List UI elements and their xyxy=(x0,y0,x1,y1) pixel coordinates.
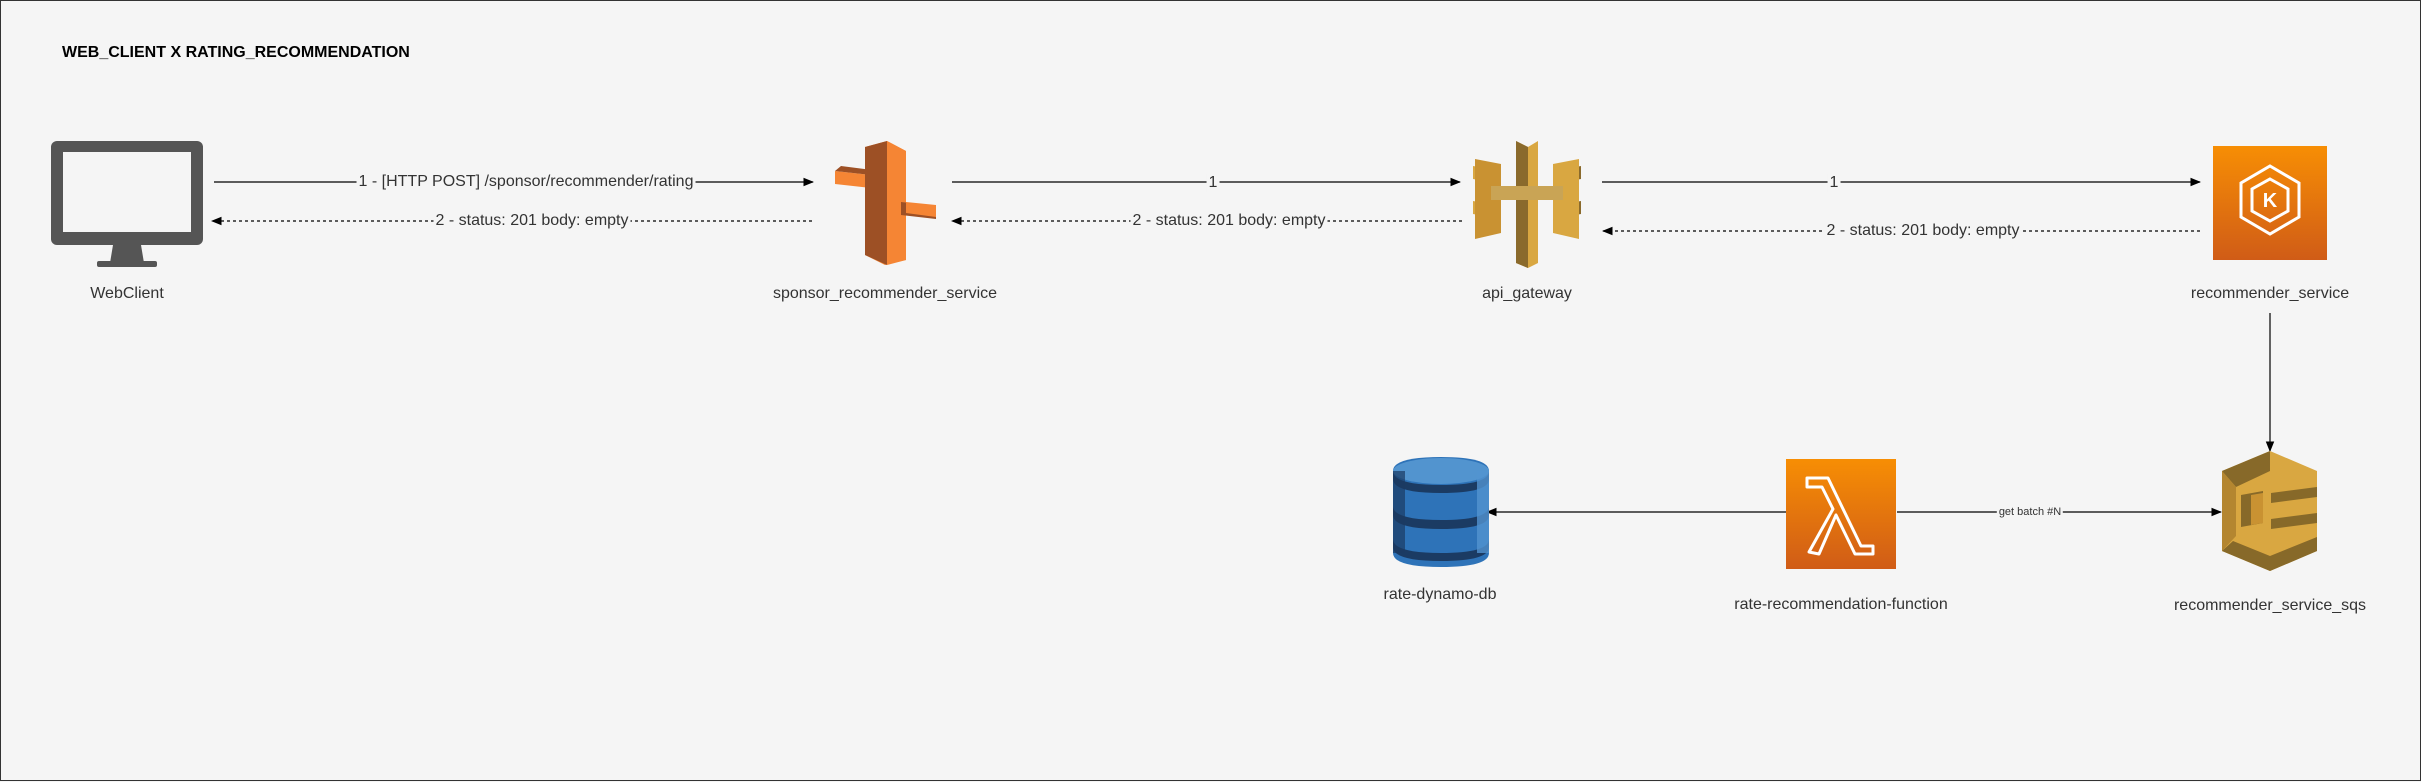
diagram-title: WEB_CLIENT X RATING_RECOMMENDATION xyxy=(62,44,410,61)
edge-label-api-to-sponsor: 2 - status: 201 body: empty xyxy=(1130,212,1328,230)
api-gateway-endpoint-icon[interactable] xyxy=(835,141,936,265)
node-label-sponsor-recommender-service: sponsor_recommender_service xyxy=(772,285,998,302)
edge-label-sponsor-to-web: 2 - status: 201 body: empty xyxy=(433,212,631,230)
node-label-recommender-service-sqs: recommender_service_sqs xyxy=(2173,597,2367,614)
kubernetes-eks-icon[interactable]: K xyxy=(2213,146,2327,260)
node-label-rate-dynamo-db: rate-dynamo-db xyxy=(1383,586,1497,603)
dynamodb-icon[interactable] xyxy=(1393,457,1489,567)
edge-label-sponsor-to-api: 1 xyxy=(1206,174,1220,192)
edge-label-lambda-sqs: get batch #N xyxy=(1996,506,2064,518)
desktop-monitor-icon[interactable] xyxy=(51,141,203,267)
node-label-recommender-service: recommender_service xyxy=(2190,285,2350,302)
sqs-queue-icon[interactable] xyxy=(2222,451,2317,571)
edge-label-web-to-sponsor: 1 - [HTTP POST] /sponsor/recommender/rat… xyxy=(356,173,696,191)
node-label-web-client: WebClient xyxy=(90,285,164,302)
node-label-api-gateway: api_gateway xyxy=(1482,285,1572,302)
edge-label-api-to-recommender: 1 xyxy=(1827,174,1841,192)
api-gateway-icon[interactable] xyxy=(1473,141,1581,268)
node-label-rate-recommendation-function: rate-recommendation-function xyxy=(1734,596,1948,613)
svg-text:K: K xyxy=(2263,190,2278,212)
lambda-icon[interactable] xyxy=(1786,459,1896,569)
edge-label-recommender-to-api: 2 - status: 201 body: empty xyxy=(1824,222,2022,240)
